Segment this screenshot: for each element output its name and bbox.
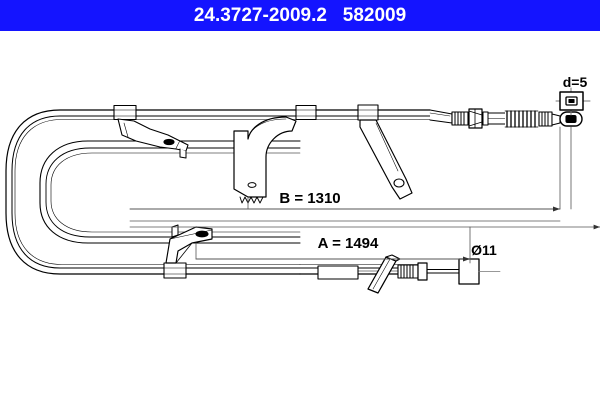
spring-coil bbox=[504, 110, 539, 128]
title-bar: 24.3727-2009.2 582009 bbox=[0, 0, 600, 31]
dimension-label-a: A = 1494 bbox=[318, 235, 379, 252]
lever-tab bbox=[367, 254, 401, 294]
clamp-bracket-lower bbox=[165, 224, 213, 264]
ferrule-upper-mid bbox=[295, 104, 317, 121]
dimension-lines bbox=[129, 126, 600, 264]
cable-assembly bbox=[5, 87, 600, 294]
right-end-fittings bbox=[451, 108, 583, 129]
dimension-label-diameter-11: Ø11 bbox=[471, 242, 497, 258]
drawing-canvas: B = 1310 A = 1494 d=5 Ø11 bbox=[0, 31, 600, 400]
cylinder-end bbox=[458, 258, 501, 285]
ferrule-upper-left bbox=[113, 104, 137, 121]
clamp-bracket-upper bbox=[117, 118, 189, 159]
ferrule-lower bbox=[163, 262, 187, 279]
detail-inset bbox=[555, 87, 591, 116]
part-number-title: 24.3727-2009.2 582009 bbox=[193, 4, 407, 26]
strut-bracket bbox=[357, 104, 413, 200]
dimension-label-b: B = 1310 bbox=[279, 190, 340, 207]
dimension-label-d5: d=5 bbox=[563, 74, 588, 90]
hook-bracket-center bbox=[233, 116, 297, 204]
threaded-adjuster bbox=[397, 262, 460, 281]
cable-loop-left bbox=[5, 109, 301, 275]
